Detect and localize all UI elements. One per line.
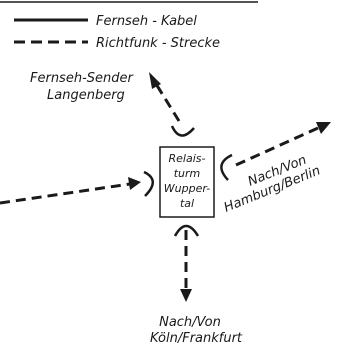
relay-label-line1: Relais- [169,152,206,165]
arrowhead-west [128,177,141,190]
link-langenberg [149,72,195,137]
relay-label-line4: tal [180,197,194,210]
dish-hamburg [220,153,233,181]
arrowhead-hamburg [316,122,331,134]
dish-langenberg [170,125,195,137]
sender-label-line1: Fernseh-Sender [30,71,135,86]
koeln-label-line2: Köln/Frankfurt [150,331,243,346]
arrowhead-koeln [180,289,192,302]
legend-dashed-label: Richtfunk - Strecke [96,36,220,51]
sender-label-line2: Langenberg [47,88,125,103]
legend-solid-label: Fernseh - Kabel [96,14,197,29]
legend: Fernseh - Kabel Richtfunk - Strecke [0,1,258,51]
link-west [0,170,154,205]
relay-label-line3: Wupper- [164,182,211,195]
arrowhead-langenberg [149,72,161,89]
dish-koeln [173,224,200,237]
relay-tower-box: Relais- turm Wupper- tal [159,146,215,218]
link-koeln [173,224,200,302]
koeln-label-line1: Nach/Von [159,315,221,330]
relay-label-line2: turm [174,167,201,180]
link-hamburg [220,122,331,181]
dish-west [143,170,154,197]
